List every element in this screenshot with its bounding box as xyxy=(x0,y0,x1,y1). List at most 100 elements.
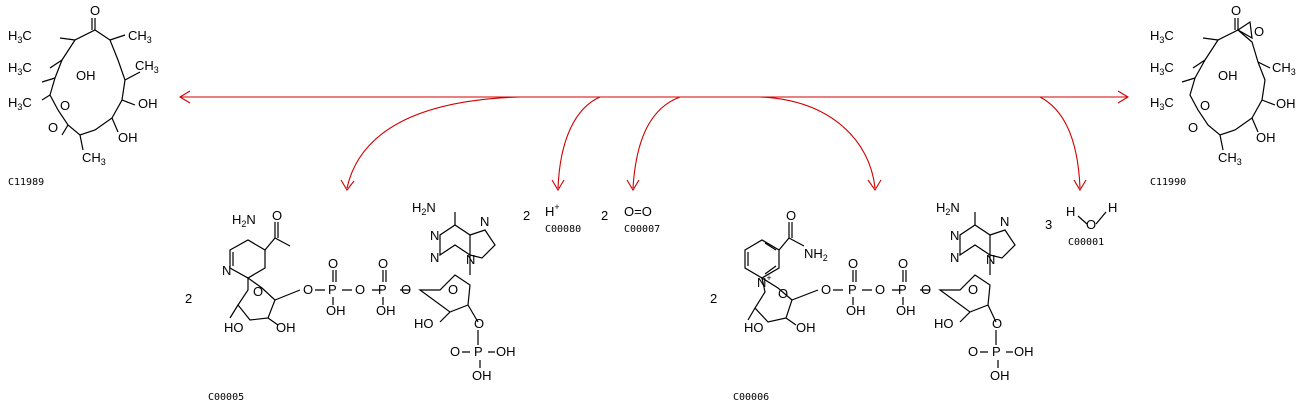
c00006-atom-o-link3: O xyxy=(921,282,931,297)
c11990-atom-h3c-b: H3C xyxy=(1150,60,1174,77)
coefficient-c00005: 2 xyxy=(185,291,192,306)
compound-c11990-structure: O O H3C H3C OH CH3 H3C OH O O OH CH3 xyxy=(1150,3,1296,167)
c00006-atom-p3-oh-b: OH xyxy=(990,368,1010,383)
compound-c00006-structure: O NH2 N+ O HO OH O P O OH O P O OH O O H… xyxy=(744,200,1034,383)
c00005-atom-n-ring: N xyxy=(222,263,231,278)
c00005-atom-ho-b: HO xyxy=(414,316,434,331)
c00006-atom-n-ring: N+ xyxy=(757,273,772,290)
c00006-atom-o-phos: O xyxy=(968,344,978,359)
c00006-atom-n9: N xyxy=(986,252,995,267)
c00006-atom-ho-b: HO xyxy=(934,316,954,331)
c00005-atom-n1: N xyxy=(430,228,439,243)
arrowhead-c00001 xyxy=(1073,179,1087,192)
c00001-atom-h-left: H xyxy=(1066,204,1075,219)
c00005-atom-h2n: H2N xyxy=(232,212,256,229)
compound-id-c00006: C00006 xyxy=(733,392,769,403)
arc-to-c00001 xyxy=(1039,96,1081,189)
c11989-atom-ch3-c: CH3 xyxy=(82,150,106,167)
c11989-atom-h3c-b: H3C xyxy=(8,60,32,77)
compound-id-c11990: C11990 xyxy=(1150,177,1186,188)
c00006-atom-o-link2: O xyxy=(875,282,885,297)
c00006-atom-o-ribose2: O xyxy=(968,282,978,297)
c11990-atom-o-top: O xyxy=(1231,3,1241,18)
c11990-atom-h3c-c: H3C xyxy=(1150,95,1174,112)
c00006-atom-n3: N xyxy=(950,250,959,265)
c00006-atom-p2: P xyxy=(898,282,907,297)
arrowhead-c00007 xyxy=(626,179,640,192)
c00005-atom-p3-oh-b: OH xyxy=(472,368,492,383)
c00005-atom-n9: N xyxy=(466,252,475,267)
arc-to-c00080 xyxy=(557,96,601,189)
c00007-formula: O=O xyxy=(624,204,652,219)
c00006-atom-o-amide: O xyxy=(786,208,796,223)
c11989-atom-ch3-b: CH3 xyxy=(135,58,159,75)
c11990-atom-h3c-a: H3C xyxy=(1150,28,1174,45)
arrowhead-c00005 xyxy=(340,179,355,191)
c00005-atom-p2: P xyxy=(378,282,387,297)
c11989-atom-oh-b: OH xyxy=(138,96,158,111)
c00006-atom-n1: N xyxy=(950,228,959,243)
c11989-atom-h3c-c: H3C xyxy=(8,95,32,112)
c00005-atom-o-phos: O xyxy=(450,344,460,359)
c11990-atom-o-ring: O xyxy=(1200,98,1210,113)
c00080-formula: H+ xyxy=(545,202,560,219)
arrowhead-c00006 xyxy=(867,179,882,192)
compound-c11989-structure: O CH3 H3C H3C OH CH3 H3C OH O O OH CH3 xyxy=(8,3,159,167)
c00001-atom-h-right: H xyxy=(1108,200,1117,215)
c00006-atom-p1-o: O xyxy=(848,256,858,271)
reaction-arrows xyxy=(178,90,1130,192)
c00005-atom-p3: P xyxy=(474,344,483,359)
c00005-atom-p2-o: O xyxy=(378,256,388,271)
c00005-atom-o-2prime: O xyxy=(474,316,484,331)
c00006-atom-o-ribose: O xyxy=(778,286,788,301)
c11990-atom-o-epoxide: O xyxy=(1254,24,1264,39)
c00005-atom-o-link3: O xyxy=(401,282,411,297)
c00001-atom-o: O xyxy=(1086,217,1096,232)
c00005-atom-n7: N xyxy=(480,214,489,229)
arc-to-c00007 xyxy=(632,96,681,189)
coefficient-c00001: 3 xyxy=(1045,217,1052,232)
compound-c00001-structure: H O H xyxy=(1066,200,1117,232)
c00005-atom-p2-oh: OH xyxy=(376,303,396,318)
c00005-atom-o-amide: O xyxy=(272,208,282,223)
c00006-atom-h2n-adenine: H2N xyxy=(936,200,960,217)
c00006-atom-n7: N xyxy=(1000,214,1009,229)
compound-id-c00005: C00005 xyxy=(208,392,244,403)
c11989-atom-o-top: O xyxy=(90,3,100,18)
c11989-atom-ch3-a: CH3 xyxy=(128,28,152,45)
c00005-atom-n3: N xyxy=(430,250,439,265)
c00006-atom-p3: P xyxy=(992,344,1001,359)
c00005-atom-o-ribose: O xyxy=(253,284,263,299)
arrowhead-right xyxy=(1117,90,1130,104)
c00006-atom-p2-o: O xyxy=(898,256,908,271)
c00006-atom-o-link1: O xyxy=(821,282,831,297)
c11989-atom-o-ring: O xyxy=(60,98,70,113)
c00006-atom-p1-oh: OH xyxy=(846,303,866,318)
arc-to-c00006 xyxy=(759,96,876,189)
c00005-atom-p1-oh: OH xyxy=(326,303,346,318)
compound-id-c00001: C00001 xyxy=(1068,237,1104,248)
c00005-atom-p1: P xyxy=(328,282,337,297)
c00006-atom-ho-a: HO xyxy=(744,320,764,335)
arc-to-c00005 xyxy=(346,96,521,189)
c00005-atom-p1-o: O xyxy=(328,256,338,271)
c11990-atom-o-carbonyl: O xyxy=(1188,120,1198,135)
c00005-atom-nh2: H2N xyxy=(412,200,436,217)
c00006-atom-p3-oh-a: OH xyxy=(1014,344,1034,359)
arrowhead-c00080 xyxy=(551,179,565,192)
c00005-atom-o-ribose2: O xyxy=(448,282,458,297)
coefficient-c00007: 2 xyxy=(601,208,608,223)
c11990-atom-oh-c: OH xyxy=(1256,130,1276,145)
c00005-atom-p3-oh-a: OH xyxy=(496,344,516,359)
c00005-atom-ho-a: HO xyxy=(224,320,244,335)
coefficient-c00006: 2 xyxy=(710,291,717,306)
c11990-atom-ch3-a: CH3 xyxy=(1272,60,1296,77)
compound-c00005-structure: H2N O N O HO OH O P O OH O P O OH O O H2… xyxy=(222,200,516,383)
c11989-atom-o-carbonyl: O xyxy=(48,120,58,135)
c00006-atom-oh-a: OH xyxy=(796,320,816,335)
c00006-atom-nh2: NH2 xyxy=(804,246,828,263)
c11990-atom-oh-a: OH xyxy=(1218,68,1238,83)
c11990-atom-ch3-b: CH3 xyxy=(1218,150,1242,167)
compound-id-c00080: C00080 xyxy=(545,224,581,235)
